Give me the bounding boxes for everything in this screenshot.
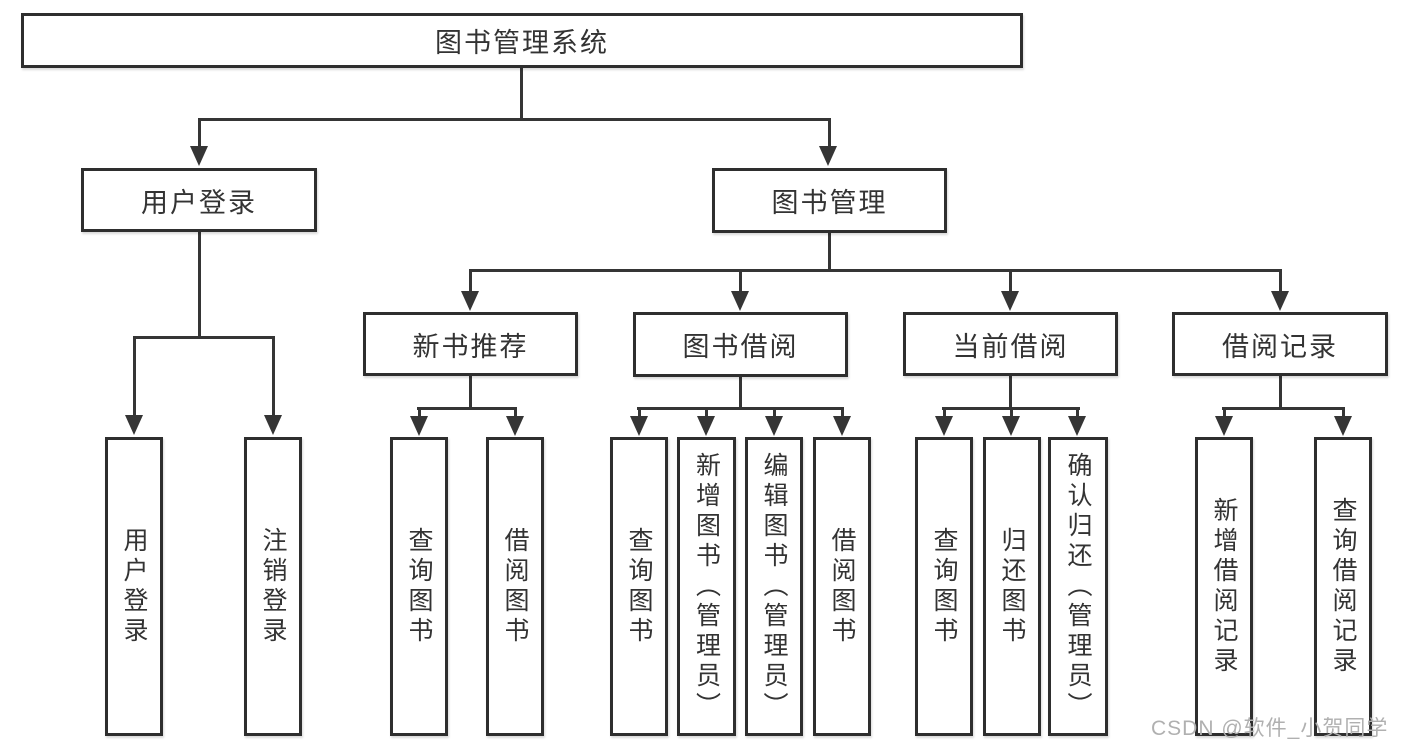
connector-vline <box>469 375 472 410</box>
connector-vline <box>1010 407 1013 417</box>
connector-hline <box>469 269 1282 272</box>
connector-vline <box>418 407 421 417</box>
connector-hline <box>417 407 517 410</box>
connector-vline <box>943 407 946 417</box>
arrow-down-icon <box>1334 416 1352 436</box>
arrow-down-icon <box>765 416 783 436</box>
node-current-borrowing: 当前借阅 <box>903 312 1118 376</box>
arrow-down-icon <box>1001 291 1019 311</box>
connector-vline <box>469 269 472 291</box>
connector-vline <box>198 118 201 146</box>
connector-hline <box>133 336 275 339</box>
connector-vline <box>828 232 831 272</box>
node-new-book-recommend: 新书推荐 <box>363 312 578 376</box>
node-root: 图书管理系统 <box>21 13 1023 68</box>
connector-vline <box>272 336 275 415</box>
arrow-down-icon <box>125 415 143 435</box>
connector-vline <box>198 231 201 339</box>
node-user-login: 用户登录 <box>81 168 317 232</box>
connector-vline <box>514 407 517 417</box>
arrow-down-icon <box>731 291 749 311</box>
csdn-watermark: CSDN @软件_小贺同学 <box>1151 717 1389 740</box>
connector-vline <box>739 269 742 291</box>
leaf-borrow-books-recommend: 借阅图书 <box>486 437 544 736</box>
connector-vline <box>828 118 831 146</box>
connector-vline <box>1009 375 1012 410</box>
node-book-management: 图书管理 <box>712 168 947 233</box>
connector-vline <box>1279 375 1282 410</box>
arrow-down-icon <box>833 416 851 436</box>
node-borrowing-records: 借阅记录 <box>1172 312 1388 376</box>
connector-hline <box>1222 407 1345 410</box>
connector-vline <box>1342 407 1345 417</box>
connector-vline <box>773 407 776 417</box>
leaf-add-book-admin: 新增图书（管理员） <box>677 437 736 736</box>
leaf-query-books-recommend: 查询图书 <box>390 437 448 736</box>
arrow-down-icon <box>410 416 428 436</box>
arrow-down-icon <box>819 146 837 166</box>
connector-vline <box>1009 269 1012 291</box>
leaf-return-book: 归还图书 <box>983 437 1041 736</box>
arrow-down-icon <box>1002 416 1020 436</box>
arrow-down-icon <box>935 416 953 436</box>
arrow-down-icon <box>190 146 208 166</box>
connector-vline <box>739 375 742 410</box>
leaf-query-books-borrowing: 查询图书 <box>610 437 668 736</box>
connector-vline <box>841 407 844 417</box>
leaf-edit-book-admin: 编辑图书（管理员） <box>745 437 803 736</box>
connector-vline <box>520 66 523 120</box>
arrow-down-icon <box>461 291 479 311</box>
connector-vline <box>705 407 708 417</box>
connector-vline <box>1223 407 1226 417</box>
arrow-down-icon <box>1068 416 1086 436</box>
connector-hline <box>637 407 844 410</box>
arrow-down-icon <box>264 415 282 435</box>
leaf-logout: 注销登录 <box>244 437 302 736</box>
connector-vline <box>1076 407 1079 417</box>
arrow-down-icon <box>1215 416 1233 436</box>
node-book-borrowing: 图书借阅 <box>633 312 848 377</box>
leaf-add-borrow-record: 新增借阅记录 <box>1195 437 1253 736</box>
arrow-down-icon <box>1271 291 1289 311</box>
connector-vline <box>133 336 136 415</box>
connector-vline <box>1279 269 1282 291</box>
connector-hline <box>198 118 831 121</box>
connector-vline <box>638 407 641 417</box>
arrow-down-icon <box>697 416 715 436</box>
leaf-user-login: 用户登录 <box>105 437 163 736</box>
leaf-query-books-current: 查询图书 <box>915 437 973 736</box>
leaf-query-borrow-record: 查询借阅记录 <box>1314 437 1372 736</box>
leaf-confirm-return-admin: 确认归还（管理员） <box>1048 437 1108 736</box>
arrow-down-icon <box>506 416 524 436</box>
arrow-down-icon <box>630 416 648 436</box>
leaf-borrow-books-borrowing: 借阅图书 <box>813 437 871 736</box>
